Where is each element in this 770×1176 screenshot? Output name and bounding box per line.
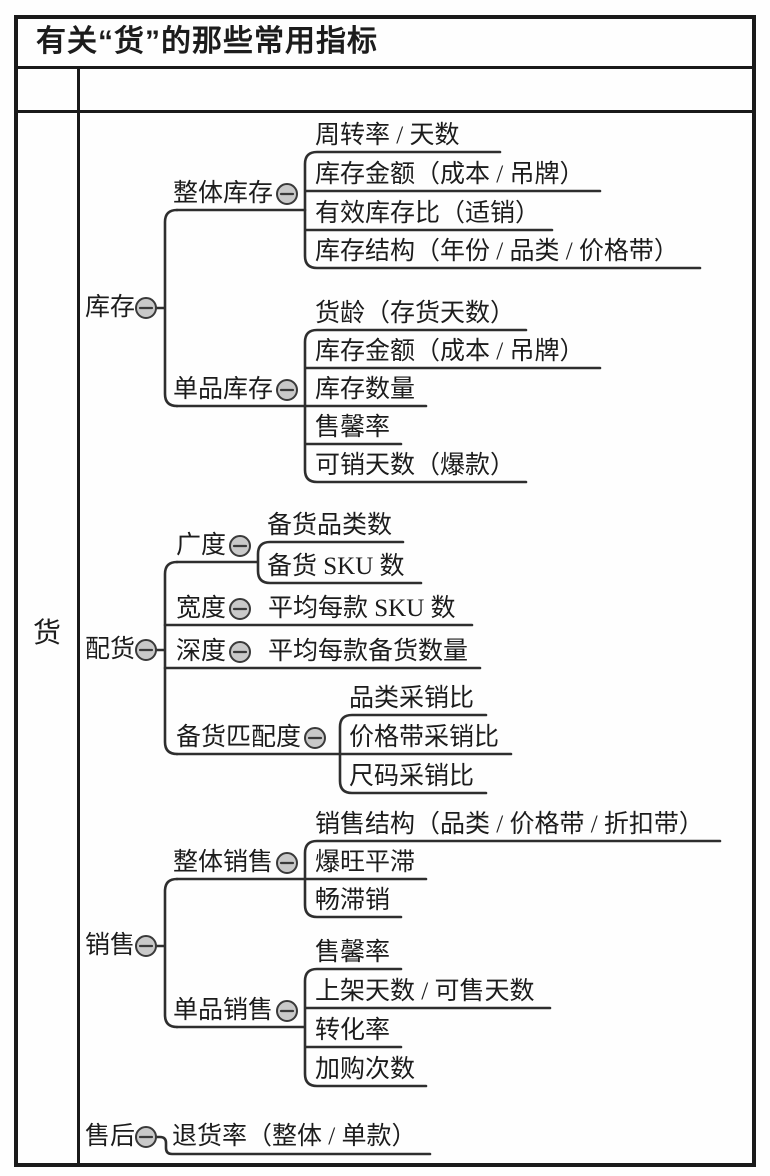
connector-aftersales: [154, 1135, 432, 1156]
leaf-stocked-categories: 备货品类数: [267, 512, 393, 539]
connector-breadth-children: [175, 540, 423, 585]
connector-stock-match-children: [175, 713, 513, 795]
group-label-overall-inventory: 整体库存: [173, 180, 274, 207]
connector-overall-sales-children: [175, 839, 722, 919]
leaf-hot-flat-slow: 爆旺平滞: [315, 849, 416, 876]
group-label-single-inventory: 单品库存: [173, 376, 274, 403]
root-column-divider: [77, 66, 80, 1167]
collapse-icon[interactable]: [276, 852, 298, 874]
group-label-width: 宽度: [176, 595, 227, 622]
leaf-shelf-days: 上架天数 / 可售天数: [315, 978, 535, 1005]
leaf-fast-slow-sellers: 畅滞销: [315, 887, 391, 914]
leaf-sellthrough-rate: 售馨率: [315, 414, 391, 441]
leaf-priceband-buy-sell-ratio: 价格带采销比: [349, 724, 500, 751]
branch-label-allocation: 配货: [85, 636, 136, 663]
leaf-inventory-amount: 库存金额（成本 / 吊牌）: [315, 161, 585, 188]
leaf-sellable-days: 可销天数（爆款）: [315, 452, 516, 479]
branch-label-inventory: 库存: [85, 294, 136, 321]
leaf-turnover-rate-days: 周转率 / 天数: [315, 122, 460, 149]
leaf-avg-stock-per-style: 平均每款备货数量: [268, 638, 469, 665]
connector-width-depth-rows: [163, 623, 482, 670]
connector-allocation-trunk: [154, 560, 179, 756]
collapse-icon[interactable]: [229, 641, 251, 663]
leaf-return-rate: 退货率（整体 / 单款）: [172, 1123, 417, 1150]
connector-single-inventory-children: [303, 328, 602, 484]
leaf-add-to-cart-count: 加购次数: [315, 1056, 416, 1083]
leaf-inventory-structure: 库存结构（年份 / 品类 / 价格带）: [315, 238, 679, 265]
group-label-stock-match: 备货匹配度: [176, 724, 302, 751]
group-label-overall-sales: 整体销售: [173, 849, 274, 876]
root-node-label: 货: [33, 618, 62, 649]
branch-label-aftersales: 售后: [85, 1123, 136, 1150]
leaf-size-buy-sell-ratio: 尺码采销比: [349, 763, 475, 790]
connector-inventory-trunk: [154, 208, 179, 408]
leaf-conversion-rate: 转化率: [315, 1017, 391, 1044]
group-label-breadth: 广度: [176, 532, 227, 559]
collapse-icon[interactable]: [135, 639, 157, 661]
leaf-stock-age: 货龄（存货天数）: [315, 300, 516, 327]
leaf-avg-sku-per-style: 平均每款 SKU 数: [268, 595, 456, 622]
leaf-inventory-quantity: 库存数量: [315, 376, 416, 403]
branch-label-sales: 销售: [85, 932, 136, 959]
leaf-effective-inventory-ratio: 有效库存比（适销）: [315, 200, 541, 227]
collapse-icon[interactable]: [276, 183, 298, 205]
outer-frame: [14, 15, 756, 1167]
leaf-inventory-amount-2: 库存金额（成本 / 吊牌）: [315, 338, 585, 365]
group-label-single-sales: 单品销售: [173, 997, 274, 1024]
connector-overall-inventory-children: [303, 150, 702, 270]
connector-single-sales-children: [175, 967, 552, 1088]
page-title: 有关“货”的那些常用指标: [36, 25, 378, 58]
group-label-depth: 深度: [176, 638, 227, 665]
connector-inventory-sublabels: [175, 208, 307, 408]
subheader-row-divider: [14, 110, 756, 113]
collapse-icon[interactable]: [229, 535, 251, 557]
connector-sales-trunk: [154, 877, 179, 1029]
collapse-icon[interactable]: [135, 1126, 157, 1148]
collapse-icon[interactable]: [276, 1000, 298, 1022]
leaf-sellthrough-rate-2: 售馨率: [315, 939, 391, 966]
collapse-icon[interactable]: [135, 935, 157, 957]
collapse-icon[interactable]: [135, 297, 157, 319]
leaf-stocked-sku-count: 备货 SKU 数: [267, 553, 405, 580]
collapse-icon[interactable]: [304, 727, 326, 749]
collapse-icon[interactable]: [276, 379, 298, 401]
collapse-icon[interactable]: [229, 598, 251, 620]
leaf-sales-structure: 销售结构（品类 / 价格带 / 折扣带）: [315, 811, 704, 838]
title-row-divider: [14, 66, 756, 69]
leaf-category-buy-sell-ratio: 品类采销比: [349, 685, 475, 712]
